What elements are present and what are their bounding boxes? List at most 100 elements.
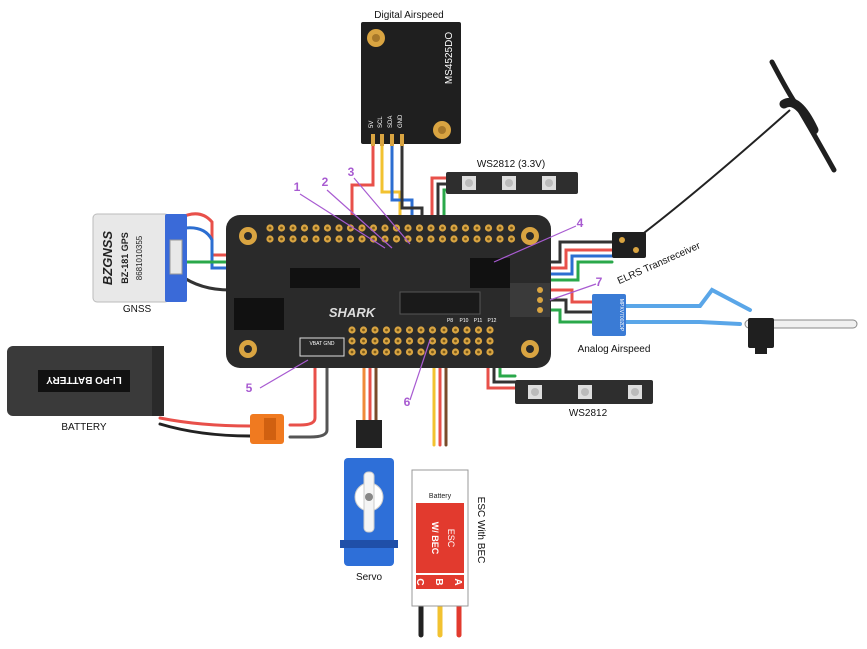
ms4525-pin bbox=[380, 134, 384, 146]
header-pin-hole bbox=[488, 328, 492, 332]
header-pin-hole bbox=[431, 350, 434, 354]
elrs-receiver: ELRS Transreceiver bbox=[612, 59, 837, 287]
ms4525-pin-label: SDA bbox=[388, 116, 394, 128]
header-pin-hole bbox=[314, 226, 318, 230]
header-pin-hole bbox=[419, 350, 423, 354]
esc-phase-label: B bbox=[433, 578, 444, 585]
header-pin-hole bbox=[396, 339, 400, 343]
header-pin-hole bbox=[268, 226, 272, 230]
header-pin-hole bbox=[406, 237, 410, 241]
wire-battery-to-plug-black bbox=[158, 422, 252, 438]
header-pin-hole bbox=[408, 339, 411, 343]
header-pin-hole bbox=[475, 237, 479, 241]
header-pin-hole bbox=[280, 237, 283, 241]
header-pin-hole bbox=[268, 237, 272, 241]
header-pin-hole bbox=[373, 328, 377, 332]
header-pin-hole bbox=[385, 350, 388, 354]
header-pin-hole bbox=[465, 328, 469, 332]
analog-airspeed-module: MPXV7002DP Analog Airspeed bbox=[578, 294, 858, 355]
header-pin-hole bbox=[418, 226, 421, 230]
wire-analog-3 bbox=[546, 308, 594, 324]
header-pin-hole bbox=[373, 350, 377, 354]
battery-text: LI-PO BATTERY bbox=[46, 374, 122, 385]
header-pin-hole bbox=[350, 328, 354, 332]
gnss-label: GNSS bbox=[123, 304, 152, 315]
header-pin-hole bbox=[419, 339, 423, 343]
digital-airspeed-label: Digital Airspeed bbox=[374, 10, 443, 21]
wire-airspeed-5v bbox=[350, 144, 375, 246]
header-pin-hole bbox=[465, 339, 469, 343]
header-pin-hole bbox=[454, 339, 457, 343]
ws2812-bottom-label: WS2812 bbox=[569, 408, 608, 419]
ms4525-pin-label: SCL bbox=[378, 116, 384, 128]
gps-model: BZ-181 GPS bbox=[120, 232, 130, 284]
esc-phase-label: A bbox=[452, 578, 463, 585]
analog-sensor-text: MPXV7002DP bbox=[618, 299, 624, 332]
header-pin-hole bbox=[429, 237, 433, 241]
wire-gps-blue bbox=[183, 226, 302, 270]
header-pin-hole bbox=[431, 328, 434, 332]
bottom-pin-header bbox=[348, 326, 494, 356]
board-logo: SHARK bbox=[329, 305, 377, 320]
header-pin-hole bbox=[488, 350, 492, 354]
header-pin-hole bbox=[429, 226, 433, 230]
gnss-module: BZGNSS BZ-181 GPS 8681010355 GNSS bbox=[92, 213, 187, 315]
header-pin-hole bbox=[442, 339, 446, 343]
ms4525-pin bbox=[390, 134, 394, 146]
esc-title: ESC With BEC bbox=[475, 497, 486, 564]
header-pin-hole bbox=[477, 339, 480, 343]
header-pin-hole bbox=[475, 226, 479, 230]
header-pin-hole bbox=[383, 237, 387, 241]
header-pin-hole bbox=[383, 226, 387, 230]
header-pin-hole bbox=[510, 237, 513, 241]
header-pin-hole bbox=[454, 350, 457, 354]
callout-lines bbox=[259, 177, 597, 401]
callout-number: 1 bbox=[294, 180, 301, 194]
header-pin-hole bbox=[442, 350, 446, 354]
analog-airspeed-label: Analog Airspeed bbox=[578, 344, 651, 355]
header-pin-hole bbox=[477, 350, 480, 354]
header-pin-hole bbox=[280, 226, 283, 230]
wire-analog-1 bbox=[546, 288, 594, 304]
esc-sub-text: W/ BEC bbox=[430, 522, 440, 555]
esc-battery-label: Battery bbox=[429, 493, 452, 500]
header-pin-hole bbox=[349, 237, 352, 241]
header-pin-hole bbox=[326, 237, 329, 241]
header-pin-hole bbox=[408, 328, 411, 332]
header-pin-hole bbox=[441, 226, 444, 230]
esc-main-text: ESC bbox=[446, 529, 456, 548]
callout-number: 6 bbox=[404, 395, 411, 409]
header-pin-hole bbox=[350, 350, 354, 354]
header-pin-hole bbox=[452, 237, 456, 241]
gps-serial: 8681010355 bbox=[135, 235, 144, 280]
wire-battery-to-plug-red bbox=[158, 416, 252, 428]
header-pin-hole bbox=[385, 339, 388, 343]
header-pin-hole bbox=[510, 226, 513, 230]
header-pin-hole bbox=[441, 237, 444, 241]
header-pin-hole bbox=[498, 226, 502, 230]
vbat-label: VBAT GND bbox=[309, 341, 334, 347]
ms4525-pin bbox=[400, 134, 404, 146]
header-pin-hole bbox=[396, 328, 400, 332]
header-pin-hole bbox=[395, 237, 398, 241]
header-pin-hole bbox=[362, 339, 365, 343]
header-pin-hole bbox=[406, 226, 410, 230]
wire-battery-red bbox=[288, 350, 317, 427]
wire-battery-black bbox=[288, 350, 329, 439]
ws2812-top-label: WS2812 (3.3V) bbox=[477, 159, 545, 170]
callout-number: 7 bbox=[596, 275, 603, 289]
pwm-label: P12 bbox=[488, 318, 497, 324]
header-pin-hole bbox=[396, 350, 400, 354]
ms4525-label: MS4525DO bbox=[444, 32, 455, 84]
header-pin-hole bbox=[487, 226, 490, 230]
pwm-label: P11 bbox=[474, 318, 483, 324]
header-pin-hole bbox=[454, 328, 457, 332]
header-pin-hole bbox=[431, 339, 434, 343]
header-pin-hole bbox=[291, 226, 295, 230]
